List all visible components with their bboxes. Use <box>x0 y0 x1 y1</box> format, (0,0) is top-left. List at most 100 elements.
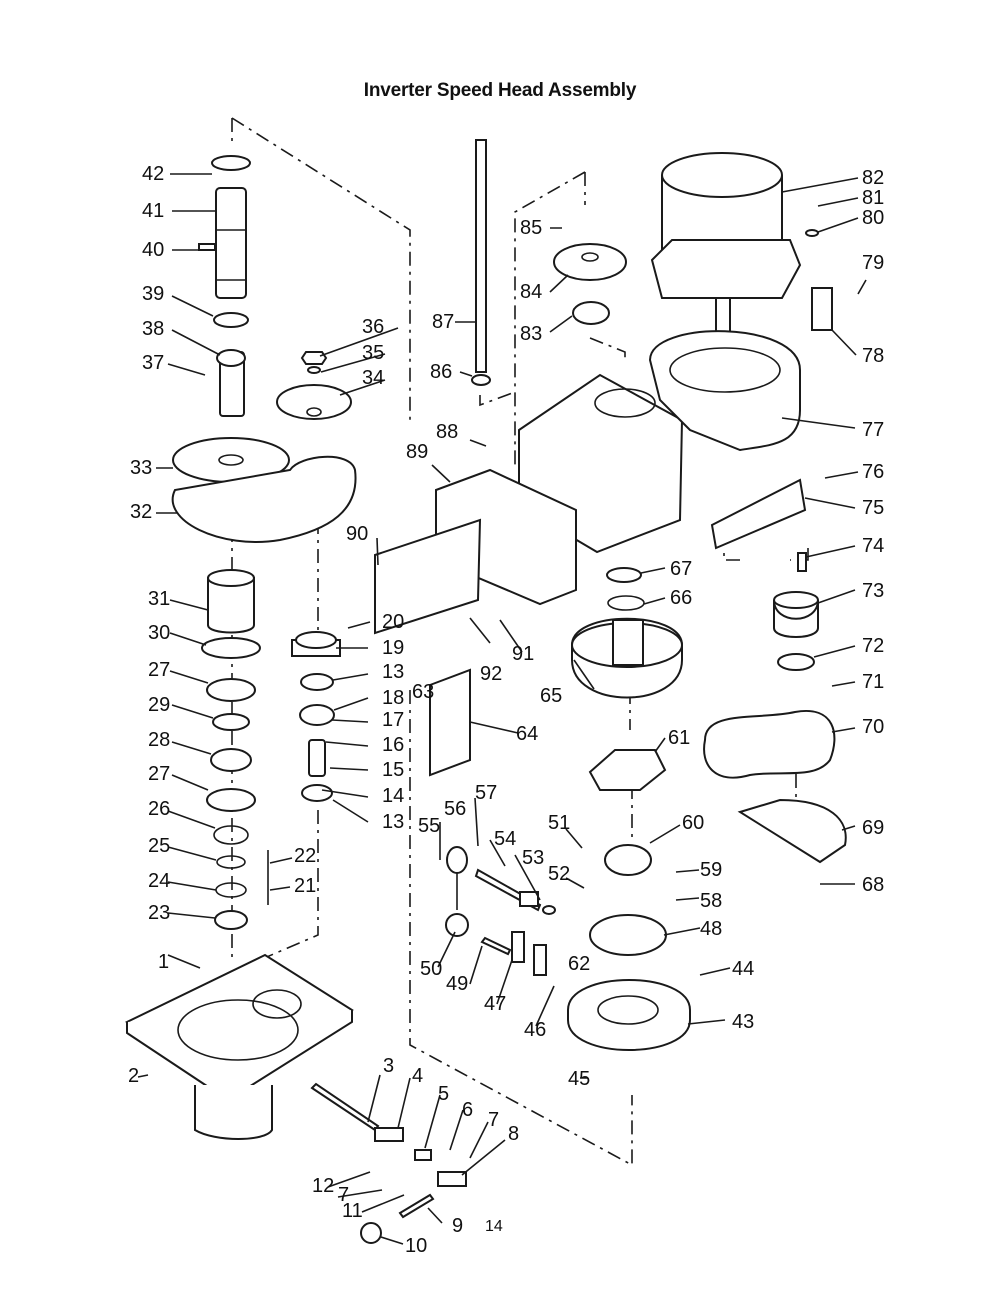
part-label-70: 70 <box>862 716 884 738</box>
part-label-18: 18 <box>382 687 404 709</box>
part-label-8: 8 <box>508 1123 519 1145</box>
part-label-80: 80 <box>862 207 884 229</box>
part-label-50: 50 <box>420 958 442 980</box>
part-label-91: 91 <box>512 643 534 665</box>
part-label-83: 83 <box>520 323 542 345</box>
part-label-13: 13 <box>382 661 404 683</box>
part-label-31: 31 <box>148 588 170 610</box>
part-label-33: 33 <box>130 457 152 479</box>
part-label-60: 60 <box>682 812 704 834</box>
part-label-89: 89 <box>406 441 428 463</box>
part-label-7: 7 <box>338 1184 349 1206</box>
part-label-5: 5 <box>438 1083 449 1105</box>
part-label-56: 56 <box>444 798 466 820</box>
part-label-34: 34 <box>362 367 384 389</box>
part-label-43: 43 <box>732 1011 754 1033</box>
part-label-26: 26 <box>148 798 170 820</box>
part-label-77: 77 <box>862 419 884 441</box>
part-label-45: 45 <box>568 1068 590 1090</box>
part-label-23: 23 <box>148 902 170 924</box>
part-label-92: 92 <box>480 663 502 685</box>
part-label-84: 84 <box>520 281 542 303</box>
part-label-67: 67 <box>670 558 692 580</box>
part-label-14: 14 <box>382 785 404 807</box>
part-label-61: 61 <box>668 727 690 749</box>
part-label-44: 44 <box>732 958 754 980</box>
part-label-63: 63 <box>412 681 434 703</box>
part-label-41: 41 <box>142 200 164 222</box>
part-label-73: 73 <box>862 580 884 602</box>
part-label-17: 17 <box>382 709 404 731</box>
part-label-13: 13 <box>382 811 404 833</box>
part-label-49: 49 <box>446 973 468 995</box>
part-label-25: 25 <box>148 835 170 857</box>
part-label-40: 40 <box>142 239 164 261</box>
part-label-27: 27 <box>148 659 170 681</box>
part-label-30: 30 <box>148 622 170 644</box>
part-label-10: 10 <box>405 1235 427 1257</box>
head-base-casting <box>125 953 354 1140</box>
part-label-74: 74 <box>862 535 884 557</box>
part-label-19: 19 <box>382 637 404 659</box>
part-label-81: 81 <box>862 187 884 209</box>
motor-and-pulleys <box>648 152 847 864</box>
part-label-64: 64 <box>516 723 538 745</box>
part-label-78: 78 <box>862 345 884 367</box>
part-label-65: 65 <box>540 685 562 707</box>
part-label-20: 20 <box>382 611 404 633</box>
part-label-4: 4 <box>412 1065 423 1087</box>
part-label-42: 42 <box>142 163 164 185</box>
clutch-lever-parts <box>445 846 556 976</box>
part-label-22: 22 <box>294 845 316 867</box>
part-label-72: 72 <box>862 635 884 657</box>
part-label-6: 6 <box>462 1099 473 1121</box>
part-label-46: 46 <box>524 1019 546 1041</box>
quill-and-clutch-parts <box>374 139 691 1051</box>
part-label-21: 21 <box>294 875 316 897</box>
feed-lever-parts <box>310 1082 467 1244</box>
part-label-48: 48 <box>700 918 722 940</box>
part-label-79: 79 <box>862 252 884 274</box>
part-label-24: 24 <box>148 870 170 892</box>
part-label-39: 39 <box>142 283 164 305</box>
part-label-35: 35 <box>362 342 384 364</box>
spindle-parts <box>171 155 357 930</box>
part-label-69: 69 <box>862 817 884 839</box>
part-label-75: 75 <box>862 497 884 519</box>
part-label-87: 87 <box>432 311 454 333</box>
part-label-16: 16 <box>382 734 404 756</box>
part-label-7: 7 <box>488 1109 499 1131</box>
part-label-57: 57 <box>475 782 497 804</box>
part-label-76: 76 <box>862 461 884 483</box>
part-label-9: 9 <box>452 1215 463 1237</box>
part-label-37: 37 <box>142 352 164 374</box>
leader-lines <box>137 173 867 1245</box>
part-label-11: 11 <box>342 1200 363 1222</box>
diagram-title: Inverter Speed Head Assembly <box>363 80 637 101</box>
part-label-3: 3 <box>383 1055 394 1077</box>
part-label-55: 55 <box>418 815 440 837</box>
part-label-36: 36 <box>362 316 384 338</box>
part-label-54: 54 <box>494 828 516 850</box>
part-label-66: 66 <box>670 587 692 609</box>
part-label-38: 38 <box>142 318 164 340</box>
part-label-27: 27 <box>148 763 170 785</box>
part-label-59: 59 <box>700 859 722 881</box>
part-label-58: 58 <box>700 890 722 912</box>
part-label-12: 12 <box>312 1175 334 1197</box>
part-label-53: 53 <box>522 847 544 869</box>
part-label-29: 29 <box>148 694 170 716</box>
part-label-82: 82 <box>862 167 884 189</box>
part-label-47: 47 <box>484 993 506 1015</box>
part-label-71: 71 <box>862 671 884 693</box>
part-label-62: 62 <box>568 953 590 975</box>
part-label-28: 28 <box>148 729 170 751</box>
gear-train-parts <box>267 351 352 905</box>
part-label-1: 1 <box>158 951 169 973</box>
page-number: 14 <box>485 1218 503 1235</box>
part-label-68: 68 <box>862 874 884 896</box>
part-label-51: 51 <box>548 812 570 834</box>
part-label-90: 90 <box>346 523 368 545</box>
